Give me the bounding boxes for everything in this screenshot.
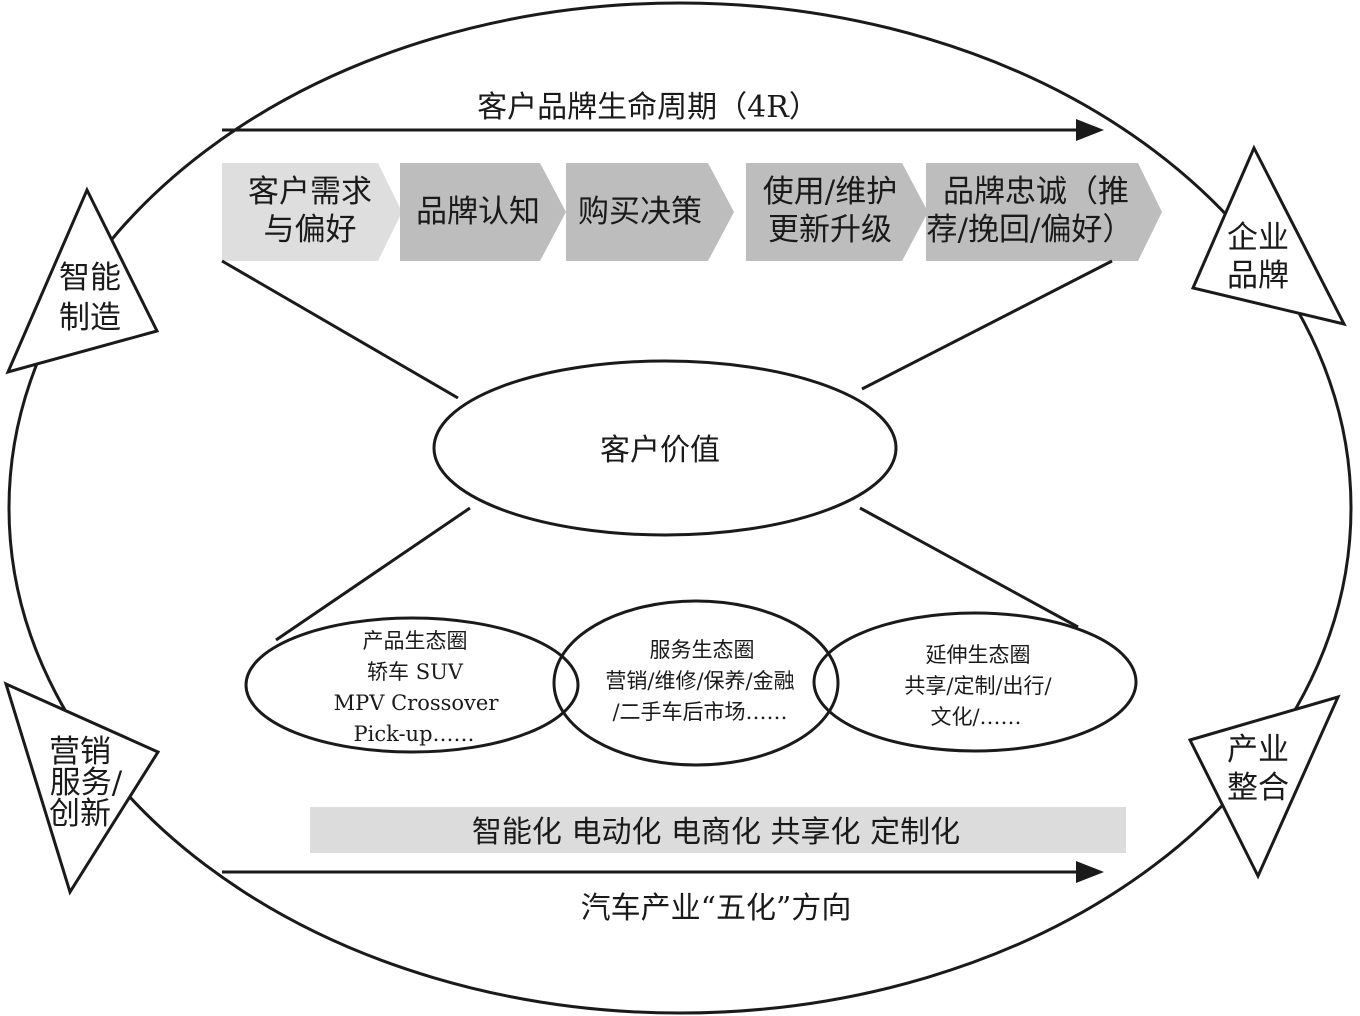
trend-bar-label: 智能化 电动化 电商化 共享化 定制化: [472, 815, 960, 850]
connector-lines: [221, 259, 1113, 642]
ecosystem-product-line4: Pick-up……: [353, 722, 474, 746]
stage-chevron-5-line1: 品牌忠诚（推: [943, 174, 1129, 210]
triangle-top-left: 智能 制造: [5, 186, 160, 375]
triangle-bottom-right: 产业 整合: [1187, 694, 1341, 880]
stage-chevron-2-line1: 品牌认知: [416, 194, 540, 230]
ecosystem-extension-line2: 共享/定制/出行/: [904, 674, 1052, 698]
bottom-arrow-label: 汽车产业“五化”方向: [581, 891, 852, 926]
ecosystem-extension-line1: 延伸生态圈: [926, 643, 1031, 667]
ecosystem-service-line3: /二手车后市场……: [612, 700, 787, 724]
triangle-top-left-line1: 智能: [59, 260, 121, 296]
stage-chevron-1-line1: 客户需求: [248, 174, 372, 210]
center-ellipse: [432, 359, 898, 537]
stage-chevron-5-line2: 荐/挽回/偏好）: [927, 212, 1134, 248]
triangle-bottom-left-line3: 创新: [49, 796, 111, 832]
triangle-top-left-line2: 制造: [59, 300, 121, 336]
triangle-top-right-shape: [1190, 144, 1347, 327]
triangle-bottom-left: 营销 服务/ 创新: [3, 681, 161, 896]
ecosystem-service-line1: 服务生态圈: [650, 638, 755, 662]
triangle-top-right-line2: 品牌: [1227, 258, 1289, 294]
stage-chevron-4-line1: 使用/维护: [763, 174, 897, 210]
top-arrow: [222, 119, 1104, 141]
stage-chevron-4: 使用/维护 更新升级: [746, 163, 928, 261]
stage-chevron-2: 品牌认知: [400, 163, 566, 261]
outer-ellipse: [7, 1, 1353, 1015]
top-arrow-label: 客户品牌生命周期（4R）: [477, 90, 819, 125]
stage-chevron-1: 客户需求 与偏好: [222, 163, 402, 261]
triangle-top-right-line1: 企业: [1227, 220, 1289, 256]
center-label: 客户价值: [600, 433, 720, 468]
stage-chevron-4-line2: 更新升级: [768, 212, 892, 248]
stage-chevron-5-shape: [926, 163, 1162, 261]
stage-chevron-5: 品牌忠诚（推 荐/挽回/偏好）: [926, 163, 1162, 261]
ecosystem-ellipse-product: [244, 616, 580, 754]
stage-chevron-3-shape: [566, 163, 734, 261]
stage-chevron-4-shape: [746, 163, 928, 261]
ecosystem-product-line1: 产品生态圈: [363, 629, 468, 653]
triangle-bottom-right-shape: [1187, 694, 1341, 880]
stage-chevron-3-line1: 购买决策: [578, 194, 702, 230]
stage-chevron-1-line2: 与偏好: [264, 212, 357, 248]
ecosystem-service-line2: 营销/维修/保养/金融: [605, 669, 794, 693]
ecosystem-extension-line3: 文化/……: [930, 705, 1021, 729]
triangle-bottom-left-shape: [3, 681, 161, 896]
triangle-bottom-right-line2: 整合: [1227, 770, 1289, 806]
bottom-arrow: [222, 861, 1104, 883]
ecosystem-product-line3: MPV Crossover: [334, 691, 500, 715]
triangle-bottom-right-line1: 产业: [1227, 732, 1289, 768]
ecosystem-service-text: 服务生态圈 营销/维修/保养/金融 /二手车后市场……: [605, 638, 794, 724]
ecosystem-extension-text: 延伸生态圈 共享/定制/出行/ 文化/……: [904, 643, 1052, 729]
stage-chevron-3: 购买决策: [566, 163, 734, 261]
ecosystem-ellipse-extension: [812, 611, 1138, 753]
triangle-bottom-left-line1: 营销: [49, 734, 111, 770]
ecosystem-product-text: 产品生态圈 轿车 SUV MPV Crossover Pick-up……: [334, 629, 500, 746]
ecosystem-product-line2: 轿车 SUV: [367, 660, 464, 684]
stage-chevron-1-shape: [222, 163, 402, 261]
triangle-top-left-shape: [5, 186, 160, 375]
stage-chevron-2-shape: [400, 163, 566, 261]
ecosystem-ellipse-service: [552, 599, 840, 767]
triangle-top-right: 企业 品牌: [1190, 144, 1347, 327]
triangle-bottom-left-line2: 服务/: [50, 765, 123, 801]
trend-bar: [310, 807, 1126, 853]
